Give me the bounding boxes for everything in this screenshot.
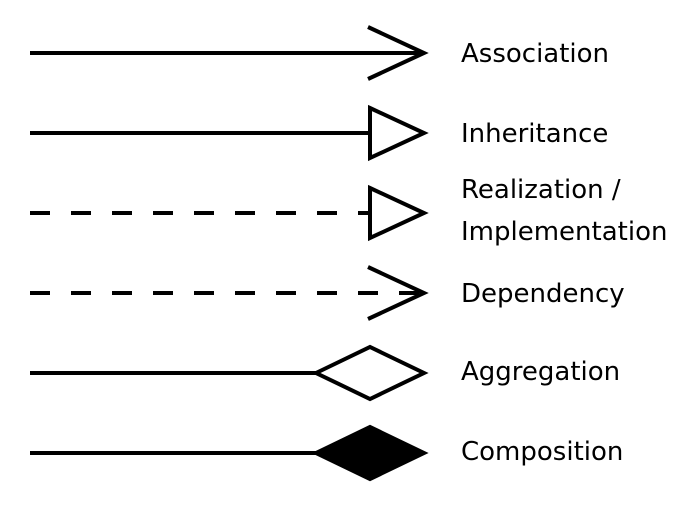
row-realization: Realization / Implementation [30, 175, 667, 247]
inheritance-label: Inheritance [461, 119, 608, 149]
aggregation-label: Aggregation [461, 357, 620, 387]
realization-label-line-1: Realization / [461, 175, 621, 205]
row-association: Association [30, 25, 609, 81]
row-composition: Composition [30, 424, 623, 482]
dependency-open-arrow-icon [367, 265, 429, 321]
inheritance-hollow-triangle-icon [368, 104, 429, 162]
row-aggregation: Aggregation [30, 344, 620, 402]
association-label: Association [461, 39, 609, 69]
aggregation-hollow-diamond-icon [311, 344, 429, 402]
realization-label-line-2: Implementation [461, 217, 667, 247]
row-inheritance: Inheritance [30, 104, 608, 162]
composition-filled-diamond-icon [311, 424, 429, 482]
row-dependency: Dependency [30, 265, 625, 321]
association-open-arrow-icon [367, 25, 429, 81]
dependency-label: Dependency [461, 279, 625, 309]
realization-label: Realization / Implementation [461, 175, 667, 247]
composition-label: Composition [461, 437, 623, 467]
realization-hollow-triangle-icon [368, 184, 429, 242]
